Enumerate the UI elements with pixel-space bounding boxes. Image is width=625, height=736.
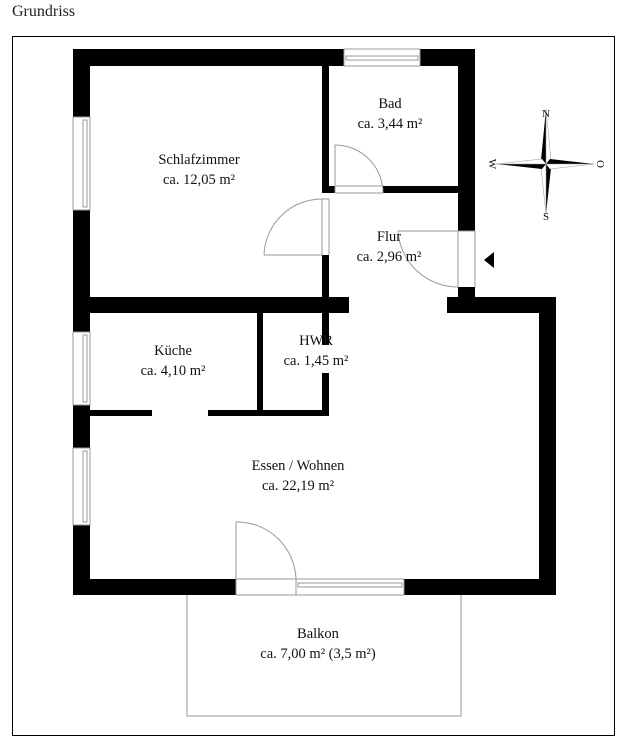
compass-north: N: [542, 108, 550, 120]
room-area: ca. 2,96 m²: [356, 249, 422, 265]
room-schlafzimmer: Schlafzimmer ca. 12,05 m²: [158, 150, 239, 190]
entrance-arrow-icon: [484, 252, 494, 268]
compass-south: S: [542, 211, 550, 223]
room-area: ca. 12,05 m²: [163, 172, 235, 188]
doors: [235, 144, 476, 596]
room-name: HWR: [299, 333, 333, 349]
room-area: ca. 1,45 m²: [283, 353, 349, 369]
room-hwr: HWR ca. 1,45 m²: [284, 331, 349, 371]
page-title: Grundriss: [12, 3, 76, 20]
room-essen-wohnen: Essen / Wohnen ca. 22,19 m²: [252, 456, 345, 496]
walls: [73, 49, 556, 595]
room-bad: Bad ca. 3,44 m²: [358, 94, 423, 134]
room-name: Balkon: [297, 626, 339, 642]
room-name: Bad: [378, 96, 402, 112]
compass-rose-icon: [495, 108, 595, 215]
room-name: Essen / Wohnen: [251, 458, 345, 474]
room-area: ca. 3,44 m²: [357, 116, 423, 132]
compass-east: O: [594, 160, 606, 168]
room-kueche: Küche ca. 4,10 m²: [141, 341, 206, 381]
room-name: Schlafzimmer: [158, 152, 240, 168]
room-area: ca. 4,10 m²: [140, 363, 206, 379]
room-name: Flur: [376, 229, 402, 245]
balcony-outline: [186, 595, 462, 717]
room-balkon: Balkon ca. 7,00 m² (3,5 m²): [260, 624, 375, 664]
room-area: ca. 7,00 m² (3,5 m²): [260, 646, 376, 662]
room-area: ca. 22,19 m²: [262, 478, 334, 494]
windows: [72, 48, 421, 596]
room-flur: Flur ca. 2,96 m²: [357, 227, 422, 267]
room-name: Küche: [154, 343, 192, 359]
compass-west: W: [486, 158, 498, 170]
